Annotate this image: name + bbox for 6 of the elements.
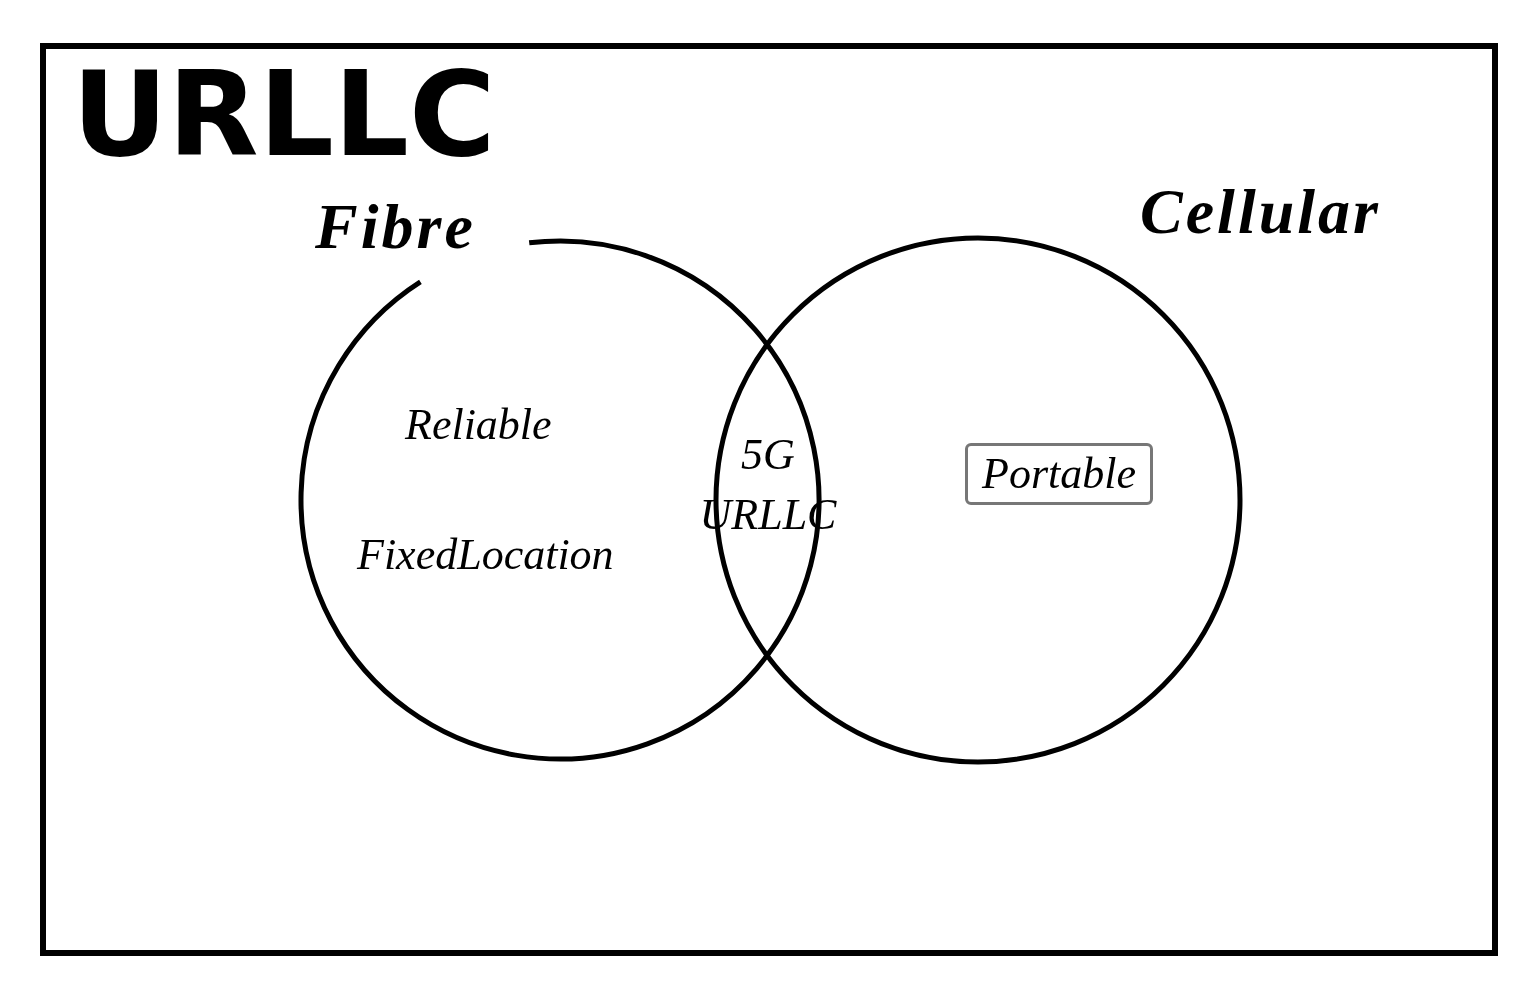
diagram-title: URLLC <box>72 55 496 173</box>
set-label: Cellular <box>1140 180 1381 244</box>
item-label: FixedLocation <box>357 533 614 577</box>
set-label: Fibre <box>315 195 476 259</box>
item-label: Reliable <box>405 403 552 447</box>
text-box: Portable <box>965 443 1153 505</box>
